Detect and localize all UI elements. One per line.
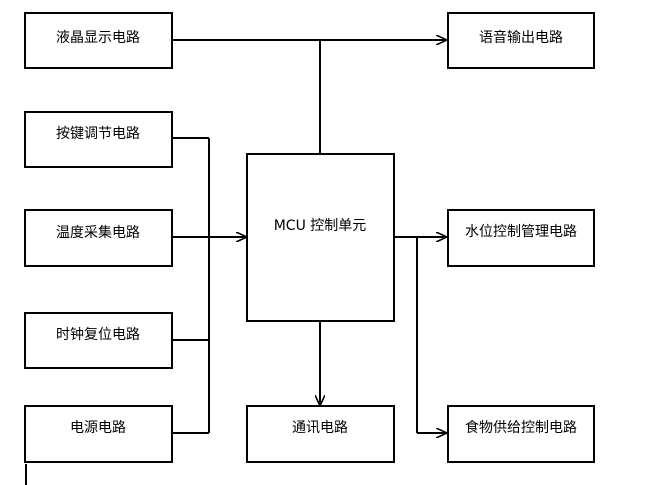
label-clock: 时钟复位电路 [56, 326, 140, 343]
block-lcd: 液晶显示电路 [24, 12, 173, 69]
label-food: 食物供给控制电路 [465, 419, 577, 436]
connector-lines [25, 40, 447, 485]
label-temp: 温度采集电路 [56, 224, 140, 241]
block-food: 食物供给控制电路 [447, 405, 595, 463]
block-comm: 通讯电路 [246, 405, 395, 463]
label-keys: 按键调节电路 [56, 126, 140, 142]
label-power: 电源电路 [70, 420, 126, 436]
block-keys: 按键调节电路 [24, 111, 173, 168]
block-water: 水位控制管理电路 [447, 209, 595, 267]
label-mcu: MCU 控制单元 [274, 218, 367, 234]
block-temp: 温度采集电路 [24, 209, 173, 267]
block-mcu: MCU 控制单元 [246, 153, 395, 322]
block-power: 电源电路 [24, 405, 173, 463]
block-clock: 时钟复位电路 [24, 312, 173, 369]
block-voice: 语音输出电路 [447, 12, 595, 69]
label-water: 水位控制管理电路 [465, 224, 577, 240]
label-lcd: 液晶显示电路 [56, 30, 140, 46]
label-voice: 语音输出电路 [479, 29, 563, 46]
label-comm: 通讯电路 [292, 420, 348, 436]
